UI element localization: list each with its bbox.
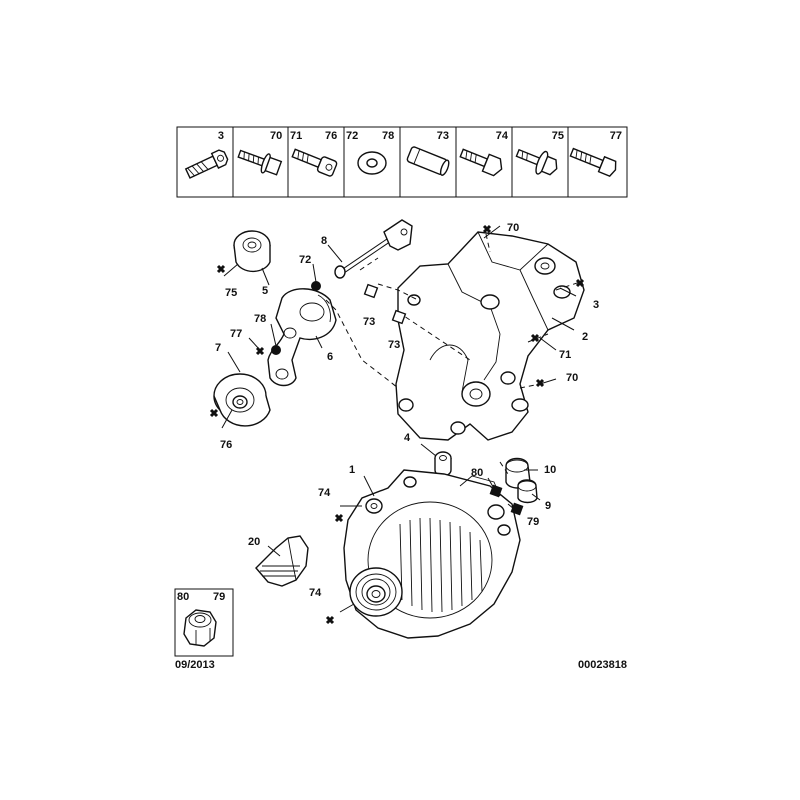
legend-label-3: 3: [218, 130, 224, 142]
bolt-icon: [184, 149, 229, 179]
dot-marker-72: [311, 281, 321, 291]
callout-70-bottom: 70: [566, 372, 578, 384]
belt-pulley-7: [213, 373, 271, 427]
dot-marker-78: [271, 345, 281, 355]
callout-74-upper: 74: [318, 487, 331, 499]
hex-nut-icon: [183, 609, 217, 647]
nut-legend-label-79: 79: [213, 591, 225, 603]
flanged-screw-icon: [237, 149, 283, 176]
callout-9: 9: [545, 500, 551, 512]
legend-label-74: 74: [496, 130, 509, 142]
terminal-cap-9: [517, 479, 538, 504]
callout-73-upper: 73: [363, 316, 375, 328]
idler-pulley-5: [233, 230, 271, 273]
callout-20: 20: [248, 536, 260, 548]
adjuster-rod-8: [334, 219, 413, 279]
drive-belt-20: [255, 535, 309, 587]
callout-7: 7: [215, 342, 221, 354]
callout-75: 75: [225, 287, 237, 299]
callout-77: 77: [230, 328, 242, 340]
legend-label-72: 72: [346, 130, 358, 142]
hex-screw-icon: [459, 148, 503, 177]
legend-label-76: 76: [325, 130, 337, 142]
dowel-pin-icon: [406, 146, 450, 176]
nut-legend-frame: [174, 588, 234, 657]
callout-70-top: 70: [507, 222, 519, 234]
callout-72: 72: [299, 254, 311, 266]
callout-79: 79: [527, 516, 539, 528]
footer-reference-number: 00023818: [578, 659, 627, 671]
fastener-legend: 3 70 71 76 72 78 73 74 75 77: [176, 126, 628, 198]
alternator-1: [343, 469, 521, 639]
callout-2: 2: [582, 331, 588, 343]
legend-label-77: 77: [610, 130, 622, 142]
position-markers: [209, 224, 585, 625]
legend-label-71: 71: [290, 130, 302, 142]
callout-8: 8: [321, 235, 327, 247]
callout-10: 10: [544, 464, 556, 476]
nut-legend-label-80: 80: [177, 591, 189, 603]
legend-label-70: 70: [270, 130, 282, 142]
callout-1: 1: [349, 464, 355, 476]
callout-3: 3: [593, 299, 599, 311]
callout-76: 76: [220, 439, 232, 451]
legend-label-78: 78: [382, 130, 394, 142]
callout-73-lower: 73: [388, 339, 400, 351]
long-bolt-icon: [569, 147, 617, 177]
callout-74-lower: 74: [309, 587, 322, 599]
socket-screw-icon: [291, 148, 338, 177]
assembly-dashes: [325, 233, 581, 475]
legend-label-73: 73: [437, 130, 449, 142]
support-bracket-2: [395, 231, 585, 441]
footer-date: 09/2013: [175, 659, 215, 671]
callout-71: 71: [559, 349, 571, 361]
nut-legend: 80 79: [174, 588, 234, 657]
callout-6: 6: [327, 351, 333, 363]
dowel-markers: [363, 283, 407, 325]
spacer-4: [434, 451, 452, 477]
legend-label-75: 75: [552, 130, 564, 142]
callout-80: 80: [471, 467, 483, 479]
callout-labels: 1 2 3 4 5 6 7 8 9 10 20 70 70 71 72 73 7…: [215, 222, 599, 599]
tensioner-arm-6: [267, 288, 337, 387]
callout-78: 78: [254, 313, 266, 325]
collar-screw-icon: [515, 148, 558, 176]
legend-frame: [176, 126, 628, 198]
callout-5: 5: [262, 285, 268, 297]
washer-icon: [357, 151, 387, 175]
callout-4: 4: [404, 432, 411, 444]
